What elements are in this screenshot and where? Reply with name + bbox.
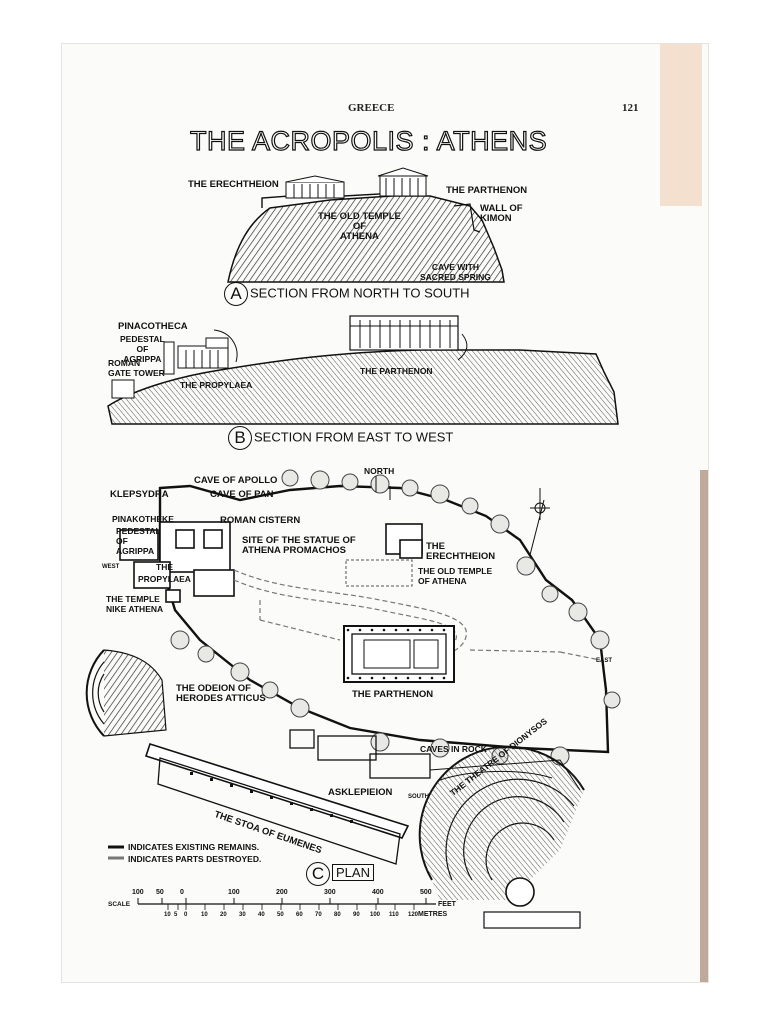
scale-metre-tick: 40 — [258, 912, 265, 918]
scale-feet-tick: 300 — [324, 889, 336, 896]
scale-feet-tick: 50 — [156, 889, 164, 896]
label-caves-rock: CAVES IN ROCK — [420, 744, 487, 754]
label-cave-spring: CAVE WITH SACRED SPRING — [420, 262, 491, 282]
scale-feet-tick: 200 — [276, 889, 288, 896]
scale-metre-tick: 10 — [201, 912, 208, 918]
scale-metre-tick: 70 — [315, 912, 322, 918]
section-b-letter: B — [228, 426, 252, 450]
scale-metre-tick: 110 — [389, 912, 399, 918]
label-propylaea-b: THE PROPYLAEA — [180, 380, 253, 390]
label-old-temple-c: THE OLD TEMPLE OF ATHENA — [418, 566, 493, 586]
scale-metre-tick: 120 — [408, 912, 419, 918]
section-b-caption-text: SECTION FROM EAST TO WEST — [254, 429, 454, 445]
label-pedestal-b: PEDESTAL OF AGRIPPA — [120, 334, 165, 364]
label-roman-cistern: ROMAN CISTERN — [220, 515, 301, 526]
label-erechtheion-c: THE ERECHTHEION — [426, 541, 496, 562]
label-west: WEST — [102, 564, 120, 570]
label-parthenon-a: THE PARTHENON — [446, 185, 528, 196]
page-edge — [700, 470, 708, 982]
label-pinacotheca: PINACOTHECA — [118, 321, 188, 332]
label-asklepieion: ASKLEPIEION — [328, 787, 393, 798]
label-parthenon-c: THE PARTHENON — [352, 689, 434, 700]
label-south: SOUTH — [408, 794, 429, 800]
scale-metre-tick: 5 — [174, 912, 178, 918]
label-statue-site: SITE OF THE STATUE OF ATHENA PROMACHOS — [242, 535, 356, 556]
scale-metre-tick: 100 — [370, 912, 381, 918]
scale-metre-tick: 80 — [334, 912, 341, 918]
page-title: THE ACROPOLIS : ATHENS — [189, 125, 548, 156]
scale-metre-tick: 20 — [220, 912, 227, 918]
section-a-drawing — [227, 167, 505, 283]
section-a-caption-text: SECTION FROM NORTH TO SOUTH — [250, 285, 470, 301]
label-nike-temple: THE TEMPLE NIKE ATHENA — [106, 594, 164, 614]
label-odeion: THE ODEION OF HERODES ATTICUS — [176, 683, 266, 704]
label-the-prefix: THE — [156, 562, 173, 572]
label-wall-kimon: WALL OF KIMON — [480, 203, 523, 224]
scale-feet-tick: 0 — [180, 889, 184, 896]
scale-feet-tick: 500 — [420, 889, 432, 896]
plan-letter: C — [306, 862, 330, 886]
scale-metre-tick: 30 — [239, 912, 246, 918]
scale-metre-tick: 90 — [353, 912, 360, 918]
section-b-drawing — [107, 315, 619, 425]
running-header: GREECE — [348, 102, 395, 114]
label-cave-pan: CAVE OF PAN — [210, 489, 274, 500]
scale-feet-tick: 100 — [228, 889, 240, 896]
scale-metres-unit: METRES — [418, 911, 448, 918]
label-klepsydra: KLEPSYDRA — [110, 489, 169, 500]
label-north: NORTH — [364, 466, 395, 476]
page-tab-marker — [660, 44, 702, 206]
label-roman-gate: ROMAN GATE TOWER — [108, 358, 165, 378]
plan-caption-text: PLAN — [332, 864, 374, 882]
page-number: 121 — [622, 102, 639, 114]
scale-feet-unit: FEET — [438, 901, 456, 908]
legend-existing: INDICATES EXISTING REMAINS. — [128, 842, 260, 852]
scale-label: SCALE — [108, 901, 131, 908]
label-erechtheion-a: THE ERECHTHEION — [188, 179, 279, 190]
scale-metre-tick: 0 — [184, 912, 188, 918]
scale-feet-tick: 400 — [372, 889, 384, 896]
scale-metre-tick: 10 — [164, 912, 171, 918]
label-parthenon-b: THE PARTHENON — [360, 366, 433, 376]
label-old-temple-a: THE OLD TEMPLE OF ATHENA — [318, 211, 401, 242]
legend-destroyed: INDICATES PARTS DESTROYED. — [128, 854, 262, 864]
section-a-letter: A — [224, 282, 248, 306]
label-east: EAST — [596, 658, 613, 664]
label-propylaea-c: PROPYLAEA — [138, 574, 191, 584]
scale-feet-tick: 100 — [132, 889, 144, 896]
plan-c-drawing — [85, 469, 621, 929]
label-pedestal-c: PEDESTAL OF AGRIPPA — [116, 526, 161, 556]
label-cave-apollo: CAVE OF APOLLO — [194, 475, 278, 486]
scale-metre-tick: 60 — [296, 912, 303, 918]
scale-metre-tick: 50 — [277, 912, 284, 918]
label-pinakotheke: PINAKOTHEKE — [112, 514, 174, 524]
